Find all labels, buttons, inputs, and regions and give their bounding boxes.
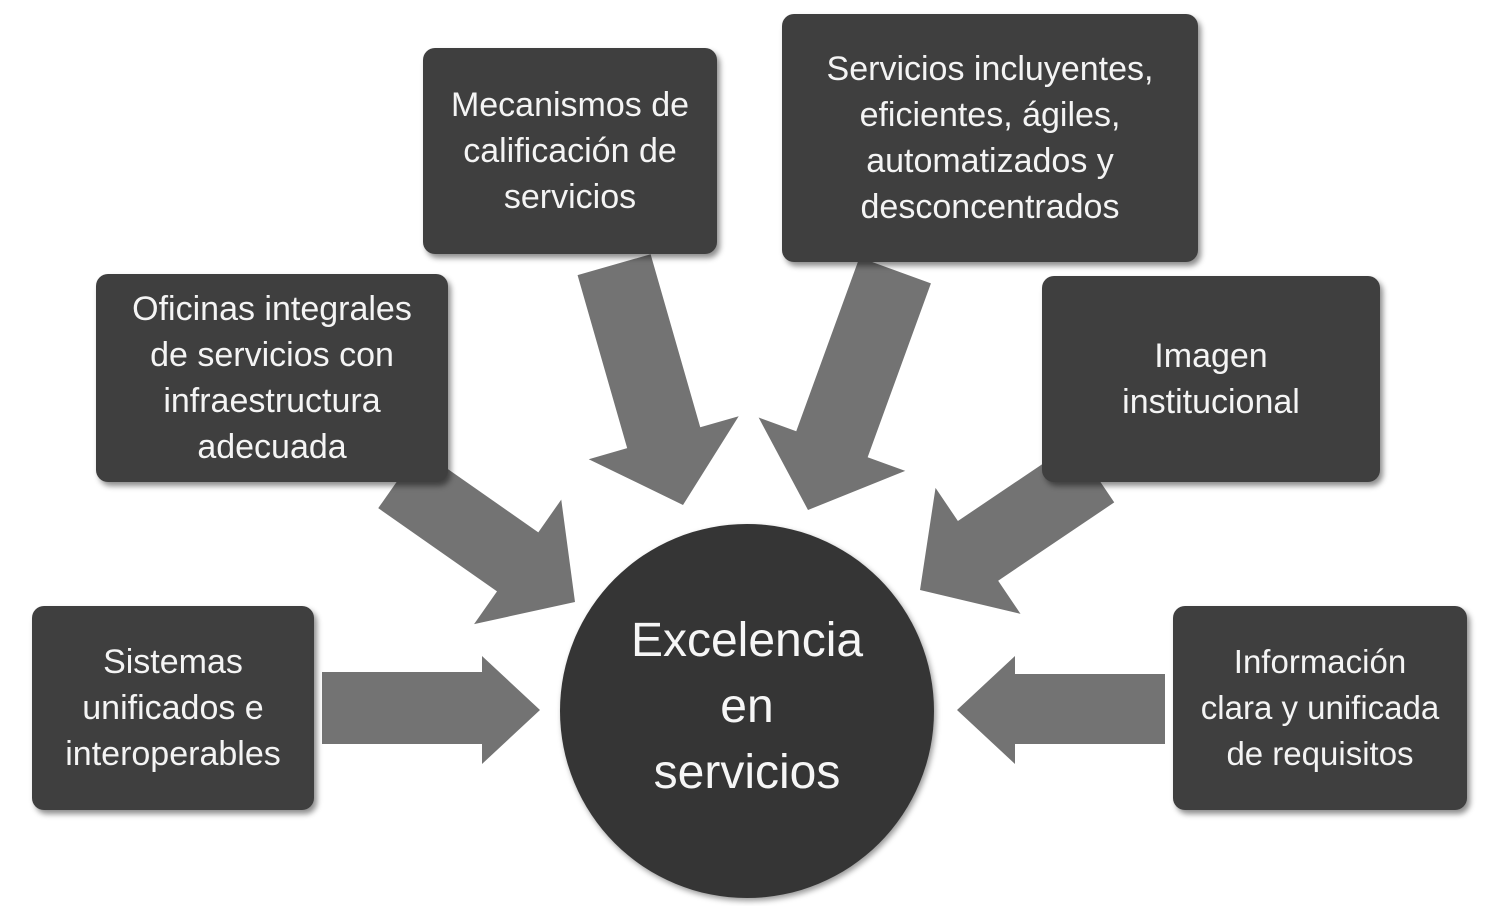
center-node-excelencia: Excelencia en servicios [560, 524, 934, 898]
arrow-mecanismos [577, 254, 739, 505]
node-sistemas-unificados: Sistemas unificados e interoperables [32, 606, 314, 810]
node-oficinas-integrales: Oficinas integrales de servicios con inf… [96, 274, 448, 482]
arrow-servicios-incluyentes [758, 257, 931, 510]
node-servicios-incluyentes: Servicios incluyentes, eficientes, ágile… [782, 14, 1198, 262]
node-label: Imagen institucional [1122, 337, 1300, 421]
node-mecanismos-calificacion: Mecanismos de calificación de servicios [423, 48, 717, 254]
center-label: Excelencia en servicios [630, 614, 864, 799]
node-label: Información clara y unificada de requisi… [1200, 643, 1440, 772]
arrow-oficinas [378, 449, 575, 625]
node-imagen-institucional: Imagen institucional [1042, 276, 1380, 482]
node-informacion-clara: Información clara y unificada de requisi… [1173, 606, 1467, 810]
node-label: Oficinas integrales de servicios con inf… [132, 290, 412, 466]
node-label: Servicios incluyentes, eficientes, ágile… [826, 50, 1154, 226]
node-label: Mecanismos de calificación de servicios [450, 86, 690, 216]
arrow-informacion [957, 656, 1165, 764]
arrow-imagen [920, 442, 1115, 614]
arrow-sistemas [322, 656, 540, 764]
node-label: Sistemas unificados e interoperables [65, 643, 281, 773]
